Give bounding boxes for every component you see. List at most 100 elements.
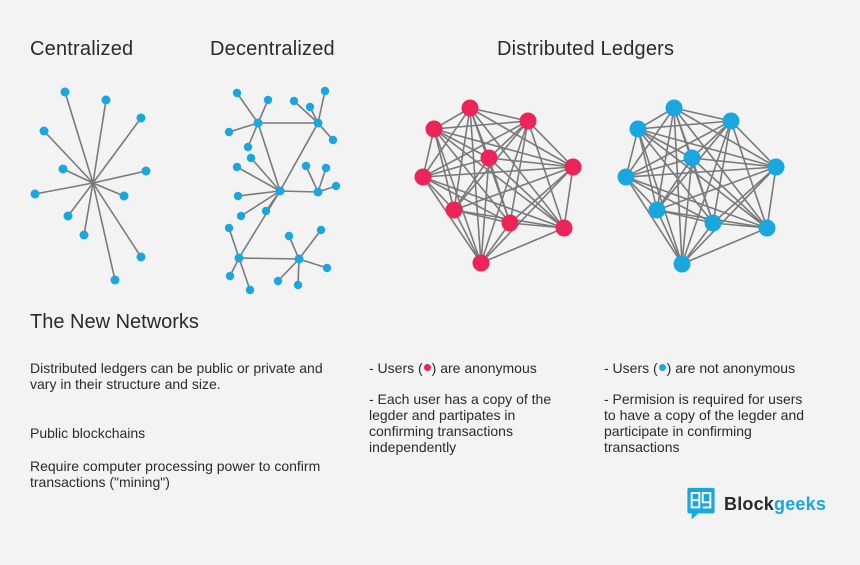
public-ledger-edge (488, 157, 565, 229)
public-ledger-edge (422, 157, 490, 178)
public-ledger-node (555, 219, 573, 237)
private-ledger-edge (673, 107, 768, 229)
public-ledger-edge (469, 107, 482, 264)
public-ledger-edge (433, 128, 511, 224)
private-ledger-edge (637, 120, 732, 130)
private-ledger-edge (730, 120, 777, 168)
private-ledger-edge (681, 227, 768, 265)
centralized-edge (92, 99, 107, 184)
centralized-node (58, 164, 68, 174)
decentralized-node (322, 263, 332, 273)
private-ledger-edge (656, 157, 693, 211)
public-ledger-node (501, 214, 519, 232)
centralized-node (79, 230, 89, 240)
decentralized-edge (293, 100, 319, 124)
decentralized-node (273, 276, 283, 286)
public-ledger-edge (433, 128, 490, 159)
middle-line-1: - Users () are anonymous (369, 360, 589, 376)
public-ledger-edge (422, 176, 511, 224)
decentralized-hub-node (234, 253, 244, 263)
public-ledger-edge (563, 166, 574, 229)
private-ledger-edge (625, 157, 693, 178)
decentralized-node (236, 211, 246, 221)
decentralized-hub-edge (279, 190, 319, 193)
decentralized-node (328, 135, 338, 145)
centralized-node (110, 275, 120, 285)
centralized-edge (92, 182, 116, 281)
decentralized-node (232, 162, 242, 172)
public-ledger-edge (422, 176, 565, 229)
private-ledger-node (629, 120, 647, 138)
private-ledger-edge (681, 222, 714, 265)
centralized-edge (92, 117, 142, 184)
centralized-node (136, 252, 146, 262)
private-ledger-edge (625, 176, 683, 265)
private-ledger-edge (625, 107, 675, 178)
centralized-node (136, 113, 146, 123)
centralized-edge (92, 182, 142, 258)
blockgeeks-logo-icon (687, 487, 715, 520)
decentralized-hub-node (313, 118, 323, 128)
logo-text-main: Block (724, 493, 775, 514)
centralized-node (60, 87, 70, 97)
decentralized-edge (228, 122, 259, 133)
right-line-1-suffix: ) are not anonymous (666, 360, 796, 376)
decentralized-node (293, 280, 303, 290)
private-ledger-node (704, 214, 722, 232)
private-ledger-edge (637, 128, 768, 229)
public-ledger-edge (469, 107, 529, 122)
centralized-heading: Centralized (30, 38, 134, 60)
public-ledger-edge (422, 166, 574, 178)
public-ledger-edge (453, 157, 490, 211)
decentralized-edge (298, 229, 322, 260)
blue-dot-icon (658, 364, 666, 371)
decentralized-node (224, 223, 234, 233)
logo-text-accent: geeks (774, 493, 827, 514)
centralized-node (119, 191, 129, 201)
centralized-node (63, 211, 73, 221)
public-ledger-node (472, 254, 490, 272)
right-line-1-prefix: - Users ( (604, 360, 658, 376)
decentralized-edge (236, 166, 281, 192)
private-ledger-edge (712, 120, 732, 224)
pink-dot-icon (423, 364, 431, 371)
public-ledger-edge (488, 157, 511, 224)
private-ledger-edge (673, 107, 683, 265)
public-ledger-node (425, 120, 443, 138)
private-ledger-node (767, 158, 785, 176)
private-ledger-edge (625, 176, 768, 229)
decentralized-node (246, 153, 256, 163)
section-title: The New Networks (30, 311, 199, 333)
public-ledger-edge (422, 120, 529, 178)
decentralized-hub-edge (238, 257, 300, 260)
public-ledger-node (519, 112, 537, 130)
public-ledger-edge (509, 222, 565, 229)
centralized-edge (67, 182, 94, 217)
public-ledger-edge (488, 157, 574, 168)
decentralized-edge (240, 190, 281, 217)
centralized-edge (92, 170, 147, 184)
decentralized-node (243, 142, 253, 152)
public-ledger-edge (488, 120, 529, 159)
private-ledger-node (758, 219, 776, 237)
decentralized-edge (228, 227, 240, 259)
decentralized-node (232, 88, 242, 98)
centralized-edge (43, 130, 94, 184)
decentralized-node (321, 163, 331, 173)
left-paragraph-2: Public blockchains (30, 425, 146, 441)
decentralized-edge (277, 258, 300, 282)
private-ledger-edge (691, 157, 714, 224)
decentralized-hub-edge (257, 122, 281, 192)
middle-paragraph-2: - Each user has a copy of the legder and… (369, 391, 552, 455)
private-ledger-edge (637, 128, 714, 224)
centralized-edge (34, 182, 94, 195)
decentralized-hub-node (275, 186, 285, 196)
decentralized-node (331, 181, 341, 191)
private-ledger-node (665, 99, 683, 117)
decentralized-node (284, 231, 294, 241)
public-ledger-edge (509, 120, 529, 224)
public-ledger-edge (509, 166, 574, 224)
centralized-node (30, 189, 40, 199)
private-ledger-edge (656, 107, 675, 211)
decentralized-node (225, 271, 235, 281)
